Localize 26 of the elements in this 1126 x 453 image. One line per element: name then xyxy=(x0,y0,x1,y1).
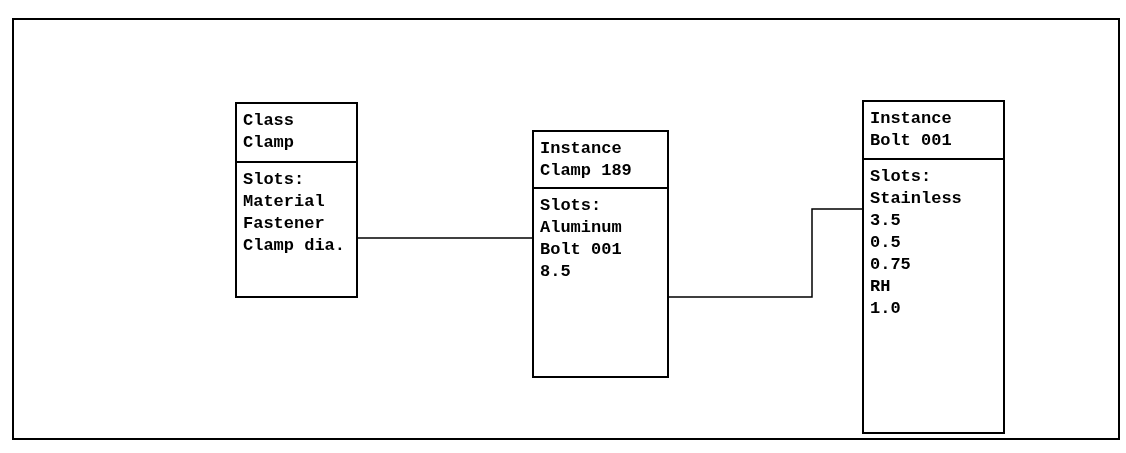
slot-text: 3.5 xyxy=(870,210,901,232)
slot-text: 8.5 xyxy=(540,261,571,283)
slot-text: 0.5 xyxy=(870,232,901,254)
slot-text: RH xyxy=(870,276,891,298)
frame-heading: Clamp xyxy=(243,132,294,154)
frame-box xyxy=(532,130,669,378)
slot-text: Stainless xyxy=(870,188,962,210)
slot-text: Bolt 001 xyxy=(540,239,622,261)
slot-text: Clamp dia. xyxy=(243,235,346,257)
connector-line xyxy=(357,237,533,239)
frame-box xyxy=(862,100,1005,434)
slot-text: 1.0 xyxy=(870,298,901,320)
connector-line xyxy=(668,208,863,298)
slot-text: Slots: xyxy=(540,195,602,217)
slot-text: Fastener xyxy=(243,213,325,235)
frame-heading: Class xyxy=(243,110,294,132)
frame-heading: Instance xyxy=(540,138,622,160)
slot-text: Material xyxy=(243,191,325,213)
frame-heading: Bolt 001 xyxy=(870,130,952,152)
frame-heading: Instance xyxy=(870,108,952,130)
slot-text: Aluminum xyxy=(540,217,622,239)
frame-heading: Clamp 189 xyxy=(540,160,632,182)
slot-text: Slots: xyxy=(243,169,305,191)
slot-text: Slots: xyxy=(870,166,932,188)
slot-text: 0.75 xyxy=(870,254,911,276)
frame-box xyxy=(235,102,358,298)
